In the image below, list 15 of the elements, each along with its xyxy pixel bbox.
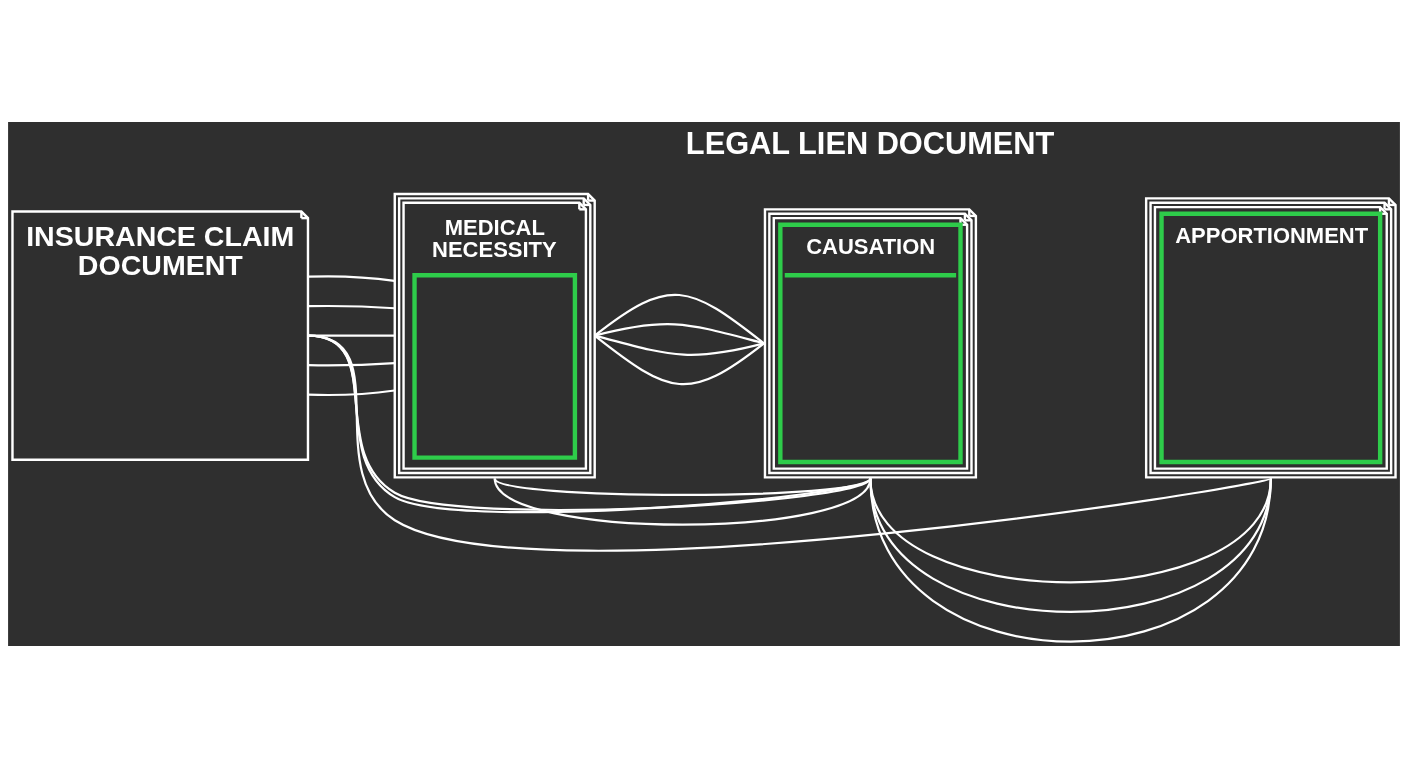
connector xyxy=(594,293,765,345)
label: LEGAL LIEN DOCUMENT xyxy=(685,126,1055,162)
connector xyxy=(494,477,872,497)
connector xyxy=(308,389,395,397)
connector xyxy=(869,478,1272,584)
connector xyxy=(869,478,1272,643)
connector xyxy=(308,361,395,367)
connector xyxy=(308,304,395,310)
connector xyxy=(594,334,765,386)
connector xyxy=(594,323,765,345)
connector xyxy=(307,334,1272,552)
connector xyxy=(869,478,1272,613)
connector xyxy=(308,275,395,282)
connector xyxy=(594,334,765,356)
connector xyxy=(493,477,872,526)
